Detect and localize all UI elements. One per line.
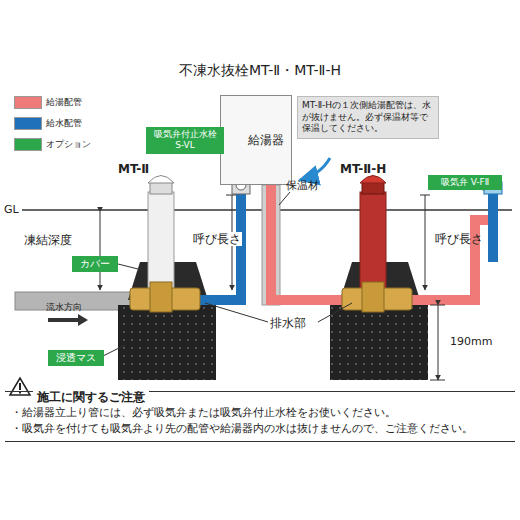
- note-box: MT-Ⅱ-Hの１次側給湯配管は、水が抜けません。必ず保温材等で保温してください。: [297, 96, 439, 139]
- option-tag: カバー: [72, 256, 118, 272]
- node-text: 吸気弁付止水栓 S-VL: [149, 129, 221, 152]
- product-name: MT-Ⅱ-H: [340, 162, 386, 176]
- dimension-label: 凍結深度: [24, 233, 72, 247]
- node-text: ・給湯器立上り管には、必ず吸気弁または吸気弁付止水栓をお使いください。: [5, 404, 515, 420]
- option-tag: 浸透マス: [48, 350, 104, 366]
- legend-swatch: [14, 117, 42, 130]
- legend-item: 給湯配管: [14, 96, 82, 109]
- title: 不凍水抜栓MT-Ⅱ・MT-Ⅱ-H: [0, 62, 520, 79]
- legend-item: オプション: [14, 138, 91, 151]
- legend-text: 給湯配管: [46, 96, 82, 109]
- legend-text: 給水配管: [46, 117, 82, 130]
- product-name: MT-Ⅱ: [118, 162, 149, 176]
- node-text: 吸気弁 V-FⅡ: [430, 176, 500, 189]
- caution-box: 施工に関するご注意・給湯器立上り管には、必ず吸気弁または吸気弁付止水栓をお使いく…: [5, 391, 515, 442]
- node-text: カバー: [74, 257, 116, 271]
- ground-level: GL: [4, 203, 19, 216]
- part-name: 保温材: [286, 179, 319, 192]
- water-heater: 給湯器: [220, 95, 292, 185]
- legend-text: オプション: [46, 138, 91, 151]
- node-text: 施工に関するご注意: [33, 388, 149, 407]
- option-tag: 吸気弁 V-FⅡ: [428, 175, 502, 190]
- dimension-label: 呼び長さ: [192, 232, 242, 246]
- option-tag: 吸気弁付止水栓 S-VL: [146, 127, 224, 154]
- node-text: 浸透マス: [50, 351, 102, 365]
- dimension-label: 190mm: [450, 335, 492, 348]
- node-text: ・吸気弁を付けても吸気弁より先の配管や給湯器内の水は抜けませんので、ご注意くださ…: [5, 420, 515, 436]
- part-name: 排水部: [270, 316, 306, 330]
- legend-swatch: [14, 96, 42, 109]
- flow-label: 流水方向: [46, 302, 82, 313]
- node-text: MT-Ⅱ-Hの１次側給湯配管は、水が抜けません。必ず保温材等で保温してください。: [302, 100, 434, 135]
- node-text: 給湯器: [248, 132, 284, 149]
- legend-swatch: [14, 138, 42, 151]
- dimension-label: 呼び長さ: [435, 232, 483, 246]
- legend-item: 給水配管: [14, 117, 82, 130]
